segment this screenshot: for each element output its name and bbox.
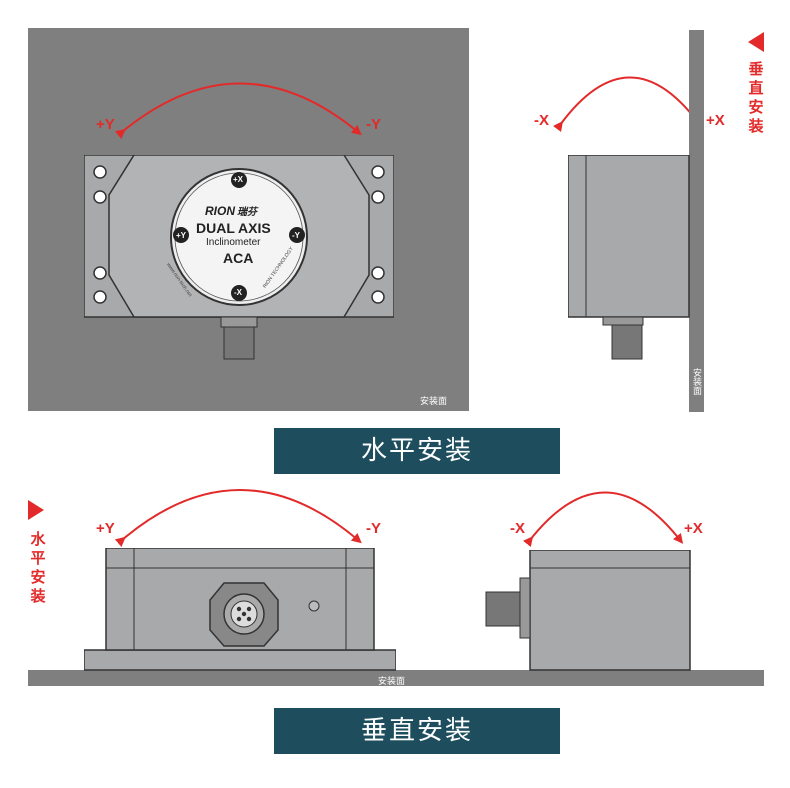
sensor-dir-left: +Y bbox=[176, 231, 187, 240]
sensor-model-line2: Inclinometer bbox=[206, 237, 261, 248]
sensor-top-view bbox=[84, 155, 394, 360]
floor-mounting-surface bbox=[28, 670, 764, 686]
sensor-side-view-top bbox=[568, 155, 690, 360]
floor-surface-label: 安装面 bbox=[378, 677, 406, 687]
vertical-mount-note: 垂直安装 bbox=[748, 60, 764, 135]
sensor-dir-bottom: -X bbox=[234, 288, 242, 297]
bottom-right-plus-x-label: +X bbox=[684, 520, 703, 537]
vertical-mount-banner: 垂直安装 bbox=[274, 708, 560, 754]
top-left-plus-y-label: +Y bbox=[96, 116, 115, 133]
top-right-minus-x-label: -X bbox=[534, 112, 549, 129]
sensor-brand-en: RION bbox=[205, 204, 235, 218]
sensor-dir-top: +X bbox=[233, 175, 244, 184]
top-right-plus-x-label: +X bbox=[706, 112, 725, 129]
horizontal-mount-note: 水平安装 bbox=[30, 530, 46, 605]
side-mounting-wall bbox=[689, 30, 704, 412]
sensor-model-code: ACA bbox=[223, 250, 254, 266]
top-left-minus-y-label: -Y bbox=[366, 116, 381, 133]
sensor-dir-right: -Y bbox=[292, 231, 300, 240]
horizontal-surface-label: 安装面 bbox=[420, 397, 448, 407]
bottom-left-minus-y-label: -Y bbox=[366, 520, 381, 537]
bottom-left-plus-y-label: +Y bbox=[96, 520, 115, 537]
sensor-model-line1: DUAL AXIS bbox=[196, 220, 271, 236]
sensor-brand-cn: 瑞芬 bbox=[237, 207, 257, 218]
horizontal-mount-banner: 水平安装 bbox=[274, 428, 560, 474]
sensor-front-view bbox=[84, 548, 396, 671]
sensor-side-view-bottom bbox=[485, 550, 691, 671]
bottom-right-minus-x-label: -X bbox=[510, 520, 525, 537]
side-surface-label: 安装面 bbox=[691, 368, 701, 395]
